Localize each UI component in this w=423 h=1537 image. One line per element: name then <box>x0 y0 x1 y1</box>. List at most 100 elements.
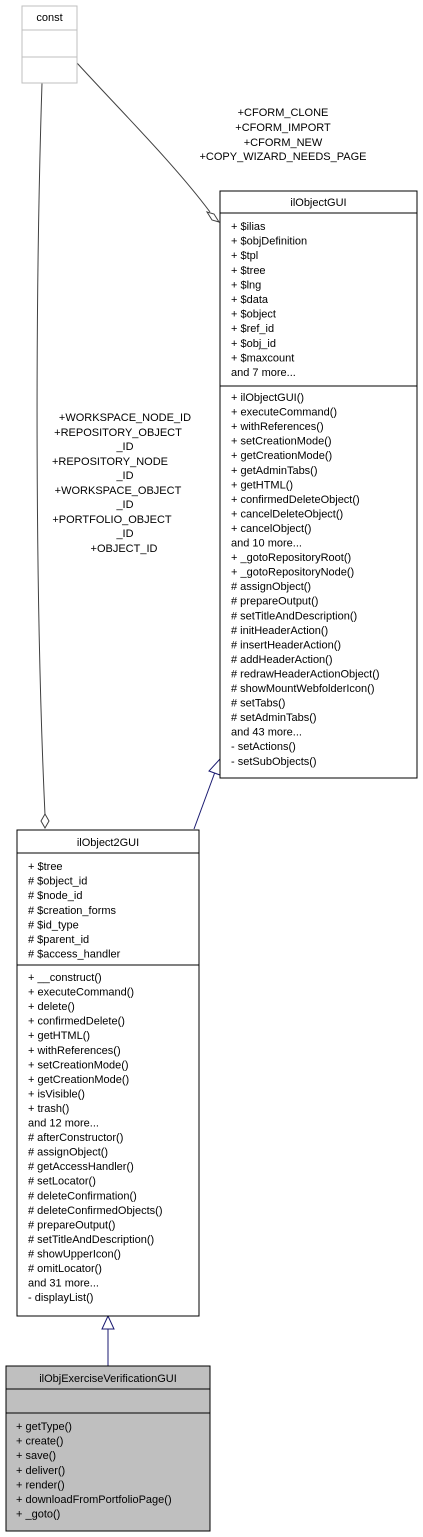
edge-labels-cform: +CFORM_CLONE +CFORM_IMPORT +CFORM_NEW +C… <box>200 107 367 163</box>
attribute-item: # $creation_forms <box>28 905 117 917</box>
method-item: + cancelDeleteObject() <box>231 508 343 520</box>
method-item: + ilObjectGUI() <box>231 392 304 404</box>
method-item: + getCreationMode() <box>28 1074 129 1086</box>
method-item: + getHTML() <box>28 1030 90 1042</box>
class-name: const <box>36 12 62 24</box>
edge-label: +REPOSITORY_OBJECT <box>54 427 182 439</box>
attribute-item: + $objDefinition <box>231 236 307 248</box>
method-item: + _gotoRepositoryNode() <box>231 567 354 579</box>
method-item: - displayList() <box>28 1292 93 1304</box>
method-item: + withReferences() <box>231 421 324 433</box>
method-item: + _gotoRepositoryRoot() <box>231 552 351 564</box>
attribute-item: # $parent_id <box>28 934 89 946</box>
method-item: + setCreationMode() <box>231 436 332 448</box>
method-item: + create() <box>16 1436 63 1448</box>
method-item: # initHeaderAction() <box>231 625 328 637</box>
method-item: + getAdminTabs() <box>231 465 318 477</box>
method-item: + getType() <box>16 1421 72 1433</box>
edge-label: +COPY_WIZARD_NEEDS_PAGE <box>200 151 367 163</box>
method-item: # prepareOutput() <box>28 1219 115 1231</box>
attribute-item: + $object <box>231 309 276 321</box>
method-item: + setCreationMode() <box>28 1059 129 1071</box>
method-item: # deleteConfirmedObjects() <box>28 1205 163 1217</box>
attribute-item: + $data <box>231 294 269 306</box>
method-item: # redrawHeaderActionObject() <box>231 668 380 680</box>
inheritance-arrow-ilObjectGUI <box>208 757 221 776</box>
edge-label: +CFORM_NEW <box>244 137 323 149</box>
method-item: # showMountWebfolderIcon() <box>231 683 374 695</box>
aggregation-diamond-ilObject2GUI <box>40 812 50 830</box>
method-item: # getAccessHandler() <box>28 1161 134 1173</box>
attribute-item: + $tpl <box>231 250 258 262</box>
attribute-item: + $lng <box>231 279 261 291</box>
class-box-const: const <box>21 5 78 84</box>
class-name: ilObjExerciseVerificationGUI <box>39 1373 177 1385</box>
attribute-item: # $id_type <box>28 919 79 931</box>
edge-label: _ID <box>115 470 133 482</box>
method-item: # prepareOutput() <box>231 596 318 608</box>
method-item: - setActions() <box>231 741 296 753</box>
method-item: + getCreationMode() <box>231 450 332 462</box>
edge-label: +PORTFOLIO_OBJECT <box>52 514 172 526</box>
method-list: + __construct() + executeCommand() + delet… <box>28 972 163 1304</box>
attribute-item: + $tree <box>28 861 63 873</box>
attribute-list: + $ilias + $objDefinition + $tpl + $tree + $… <box>231 221 307 379</box>
attribute-item: # $access_handler <box>28 949 121 961</box>
edge-const-to-ilObjectGUI <box>76 62 211 213</box>
method-item: + delete() <box>28 1001 75 1013</box>
method-list: + getType() + create() + save() + deliver()… <box>16 1421 172 1521</box>
method-item: # assignObject() <box>28 1147 108 1159</box>
method-item: + isVisible() <box>28 1088 85 1100</box>
method-item: + deliver() <box>16 1465 65 1477</box>
method-item: + executeCommand() <box>231 407 337 419</box>
edge-label: +REPOSITORY_NODE <box>52 456 168 468</box>
edge-const-to-ilObject2GUI <box>36 82 46 816</box>
aggregation-diamond-ilObjectGUI <box>205 211 221 223</box>
method-item: # afterConstructor() <box>28 1132 123 1144</box>
method-item: # deleteConfirmation() <box>28 1190 137 1202</box>
edge-label: +CFORM_CLONE <box>238 107 329 119</box>
method-item: and 12 more... <box>28 1118 99 1130</box>
inheritance-arrow-ilObject2GUI <box>101 1314 115 1330</box>
method-item: # addHeaderAction() <box>231 654 333 666</box>
attribute-item: + $maxcount <box>231 352 294 364</box>
class-box-ilObject2GUI: ilObject2GUI + $tree# $object_id# $node_… <box>16 829 200 1317</box>
edge-ilObject2GUI-extends-ilObjectGUI <box>193 771 216 830</box>
method-item: - setSubObjects() <box>231 756 317 768</box>
method-item: and 10 more... <box>231 538 302 550</box>
attribute-item: + $ref_id <box>231 323 274 335</box>
method-item: + __construct() <box>28 972 102 984</box>
method-item: + withReferences() <box>28 1045 121 1057</box>
edge-label: _ID <box>115 499 133 511</box>
method-item: # omitLocator() <box>28 1263 102 1275</box>
edge-label: +WORKSPACE_NODE_ID <box>59 412 191 424</box>
method-item: + confirmedDeleteObject() <box>231 494 360 506</box>
method-item: + save() <box>16 1450 56 1462</box>
method-item: + confirmedDelete() <box>28 1016 125 1028</box>
attribute-item: + $tree <box>231 265 266 277</box>
method-item: + cancelObject() <box>231 523 311 535</box>
method-item: # insertHeaderAction() <box>231 639 341 651</box>
attribute-item: + $ilias <box>231 221 266 233</box>
method-item: # setTabs() <box>231 698 285 710</box>
class-name: ilObjectGUI <box>290 197 346 209</box>
method-item: + render() <box>16 1479 65 1491</box>
method-item: + executeCommand() <box>28 987 134 999</box>
method-item: + downloadFromPortfolioPage() <box>16 1494 172 1506</box>
method-item: # setLocator() <box>28 1176 96 1188</box>
attribute-list: + $tree# $object_id# $node_id# $creation… <box>28 861 121 961</box>
attribute-item: # $object_id <box>28 876 87 888</box>
method-item: # setTitleAndDescription() <box>231 610 357 622</box>
edge-label: _ID <box>115 441 133 453</box>
method-item: # showUpperIcon() <box>28 1248 121 1260</box>
class-box-ilObjExerciseVerificationGUI: ilObjExerciseVerificationGUI + getType()… <box>5 1365 211 1532</box>
edge-label: +WORKSPACE_OBJECT <box>55 485 182 497</box>
edge-label: +CFORM_IMPORT <box>235 122 331 134</box>
method-list: + ilObjectGUI() + executeCommand() + withR… <box>231 392 380 768</box>
method-item: + getHTML() <box>231 479 293 491</box>
edge-label: +OBJECT_ID <box>91 543 158 555</box>
attribute-item: + $obj_id <box>231 338 276 350</box>
edges <box>36 62 221 1366</box>
method-item: # assignObject() <box>231 581 311 593</box>
class-name: ilObject2GUI <box>77 837 139 849</box>
